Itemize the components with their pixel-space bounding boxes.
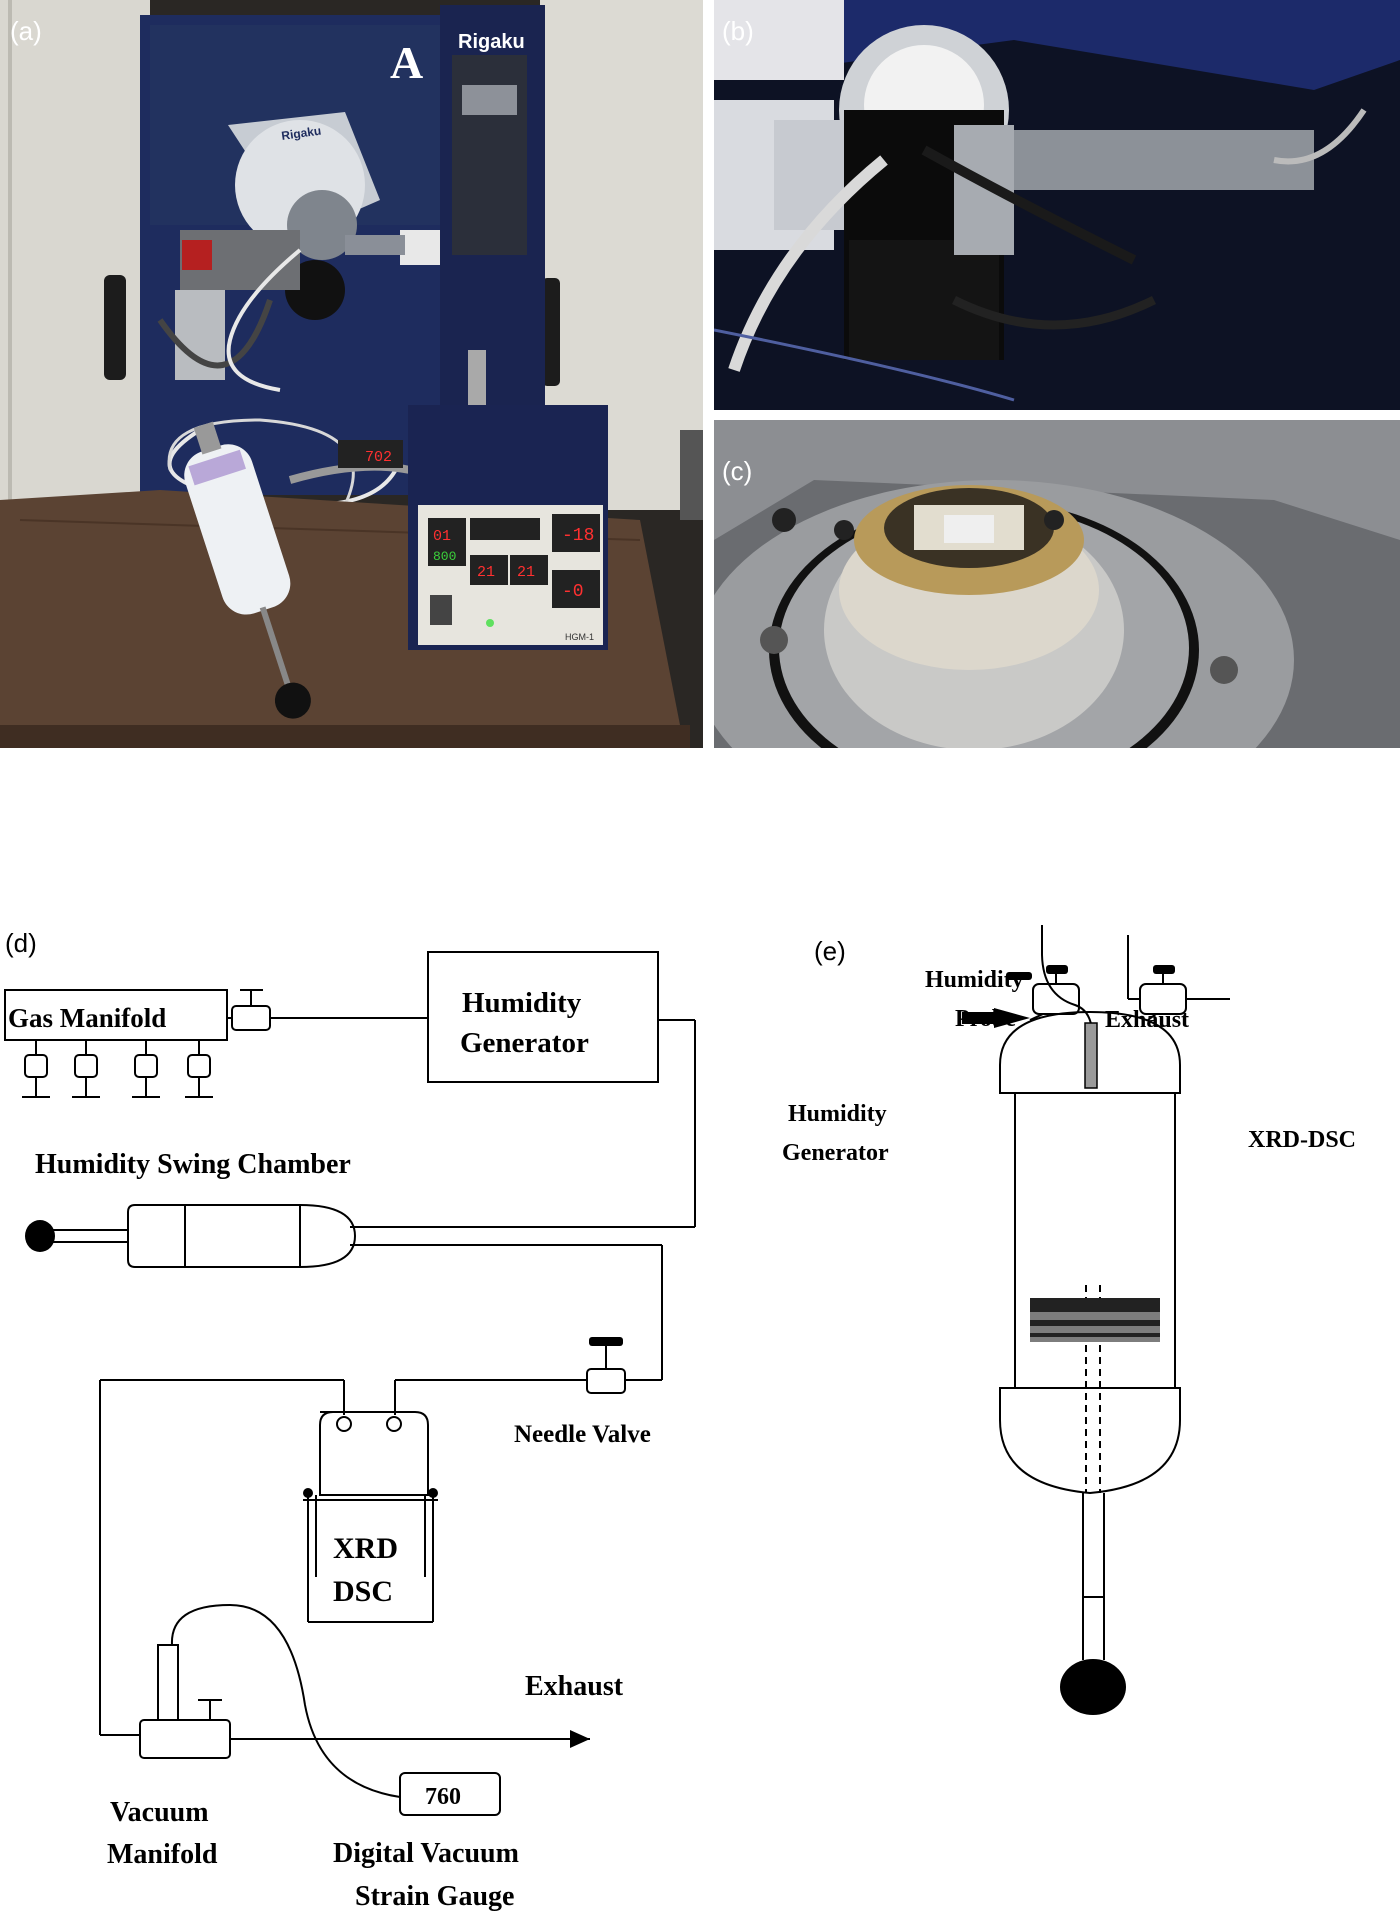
photo-panel-c: (c) bbox=[714, 420, 1400, 748]
needle-valve bbox=[586, 1345, 626, 1394]
small-display-readout: 702 bbox=[365, 449, 392, 466]
humidity-probe-label-2: Probe bbox=[955, 1006, 1016, 1032]
rigaku-logo-top: Rigaku bbox=[458, 31, 525, 53]
display-3: 21 bbox=[477, 564, 495, 581]
humidity-generator-label-2: Generator bbox=[460, 1027, 589, 1059]
display-1: 01 bbox=[433, 528, 451, 545]
photo-panel-b: (b) bbox=[714, 0, 1400, 410]
schematic-diagrams: (d) Gas Manifold Humidity Generator Humi… bbox=[4, 925, 1356, 1912]
display-1b: 800 bbox=[433, 549, 456, 564]
gas-manifold-label: Gas Manifold bbox=[8, 1003, 166, 1033]
panel-label-b: (b) bbox=[722, 16, 754, 46]
humidity-generator-label-e2: Generator bbox=[782, 1140, 889, 1166]
rigaku-logo-goniometer: Rigaku bbox=[280, 124, 322, 143]
xrd-label: XRD bbox=[333, 1532, 398, 1565]
vacuum-manifold-label-1: Vacuum bbox=[110, 1797, 209, 1828]
panel-label-a: (a) bbox=[10, 16, 42, 46]
display-4: 21 bbox=[517, 564, 535, 581]
vacuum-manifold bbox=[139, 1603, 401, 1798]
gauge-label-2: Strain Gauge bbox=[355, 1881, 514, 1912]
display-2: -18 bbox=[562, 526, 594, 546]
dsc-label: DSC bbox=[333, 1575, 393, 1608]
vacuum-manifold-label-2: Manifold bbox=[107, 1839, 218, 1870]
panel-label-e: (e) bbox=[814, 936, 846, 966]
gauge-label-1: Digital Vacuum bbox=[333, 1838, 519, 1869]
filled-elements bbox=[25, 965, 1175, 1748]
swing-chamber-label: Humidity Swing Chamber bbox=[35, 1149, 351, 1180]
display-5: -0 bbox=[562, 582, 584, 602]
humidity-generator-label-1: Humidity bbox=[462, 987, 582, 1019]
panel-label-d: (d) bbox=[5, 928, 37, 958]
gas-manifold-box bbox=[4, 989, 228, 1041]
panel-a-stamp: A bbox=[390, 37, 423, 88]
exhaust-label-d: Exhaust bbox=[525, 1671, 624, 1702]
gauge-readout: 760 bbox=[425, 1784, 461, 1810]
humidity-generator-box bbox=[427, 951, 659, 1083]
xrd-dsc-cell bbox=[303, 1411, 438, 1623]
humidity-swing-chamber bbox=[50, 1204, 357, 1268]
humidity-probe-label-1: Humidity bbox=[925, 967, 1024, 993]
panel-label-c: (c) bbox=[722, 456, 752, 486]
needle-valve-label: Needle Valve bbox=[514, 1421, 651, 1448]
humidity-chamber-cross-section bbox=[999, 925, 1230, 1660]
manifold-valves bbox=[22, 1040, 213, 1098]
photo-panel-a: 702 01 800 -18 21 21 -0 HGM-1 bbox=[0, 0, 703, 748]
humidity-generator-label-e1: Humidity bbox=[788, 1101, 887, 1127]
exhaust-label-e: Exhaust bbox=[1105, 1007, 1189, 1033]
xrd-dsc-label-e: XRD-DSC bbox=[1248, 1127, 1356, 1153]
controller-tag: HGM-1 bbox=[565, 632, 594, 642]
digital-gauge-box bbox=[399, 1772, 501, 1816]
